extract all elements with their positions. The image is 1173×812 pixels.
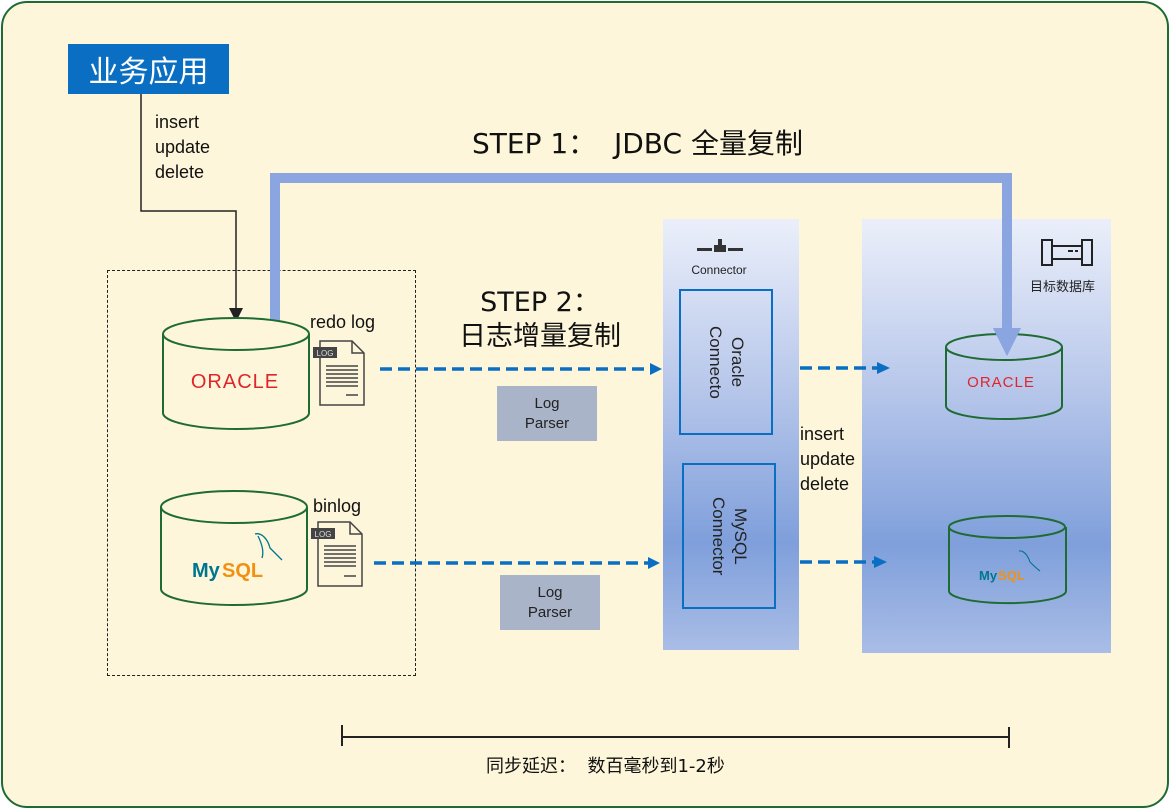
svg-text:LOG: LOG xyxy=(315,530,332,539)
mysql-log-to-connector-arrow xyxy=(374,557,660,569)
source-oracle-db: ORACLE xyxy=(162,317,310,430)
step2-title-line1: STEP 2： xyxy=(480,287,600,318)
svg-text:LOG: LOG xyxy=(317,349,334,358)
oracle-connector-box: Oracle Connecto xyxy=(679,289,773,435)
latency-text: 同步延迟： 数百毫秒到1-2秒 xyxy=(486,756,725,777)
target-database-label: 目标数据库 xyxy=(1030,279,1096,294)
latency-range-bracket xyxy=(341,725,1010,748)
mysql-logo: My SQL xyxy=(192,533,283,582)
app-operations: insert update delete xyxy=(155,110,210,185)
op-delete: delete xyxy=(800,474,850,494)
op-update: update xyxy=(800,449,856,469)
binlog-label: binlog xyxy=(313,496,362,516)
binlog-file-icon: LOG xyxy=(311,521,363,587)
oracle-log-to-connector-arrow xyxy=(380,363,662,375)
step2-title-line2: 日志增量复制 xyxy=(459,321,621,352)
connector-line1: MySQL xyxy=(731,507,750,565)
connector-line2: Connector xyxy=(709,496,728,576)
op-insert: insert xyxy=(800,424,845,444)
parser-line2: Parser xyxy=(527,603,573,621)
step2-title: STEP 2： 日志增量复制 xyxy=(440,286,640,354)
mysql-logo: My SQL xyxy=(979,550,1041,583)
connector-line2: Connecto xyxy=(706,325,725,399)
business-app-label: 业务应用 xyxy=(88,55,209,90)
svg-text:SQL: SQL xyxy=(222,560,263,582)
parser-line1: Log xyxy=(537,583,563,601)
source-mysql-db: My SQL xyxy=(160,490,308,606)
business-app-box: 业务应用 xyxy=(68,44,229,94)
connector-line1: Oracle xyxy=(728,336,747,388)
oracle-connector-to-target-arrow xyxy=(800,362,890,374)
oracle-connector-label: Oracle Connecto xyxy=(704,326,748,399)
mysql-connector-box: MySQL Connector xyxy=(682,463,776,609)
op-delete: delete xyxy=(155,162,205,182)
parser-line2: Parser xyxy=(524,414,570,432)
mysql-connector-to-target-arrow xyxy=(800,556,887,568)
jdbc-full-copy-arrow xyxy=(270,173,1021,356)
source-databases-group xyxy=(107,270,416,676)
oracle-logo: ORACLE xyxy=(191,371,279,393)
target-oracle-db: ORACLE xyxy=(945,333,1063,420)
mysql-log-parser: Log Parser xyxy=(500,575,600,630)
target-database-panel xyxy=(862,219,1111,653)
connector-operations: insert update delete xyxy=(800,422,855,497)
oracle-log-parser: Log Parser xyxy=(497,386,597,441)
svg-text:My: My xyxy=(192,560,221,582)
connector-icon xyxy=(697,239,743,255)
database-pipe-icon xyxy=(1041,238,1093,268)
app-to-source-arrow xyxy=(140,94,243,322)
redo-log-file-icon: LOG xyxy=(313,340,365,406)
svg-text:SQL: SQL xyxy=(998,568,1025,583)
mysql-connector-label: MySQL Connector xyxy=(707,497,751,575)
oracle-logo: ORACLE xyxy=(967,374,1035,391)
parser-line1: Log xyxy=(534,394,560,412)
connector-label: Connector xyxy=(691,263,747,277)
jdbc-arrow-head xyxy=(993,328,1021,356)
op-insert: insert xyxy=(155,112,200,132)
svg-text:My: My xyxy=(979,568,998,583)
target-mysql-db: My SQL xyxy=(948,515,1067,605)
redo-log-label: redo log xyxy=(310,312,376,332)
op-update: update xyxy=(155,137,211,157)
step1-title: STEP 1： JDBC 全量复制 xyxy=(472,127,803,160)
